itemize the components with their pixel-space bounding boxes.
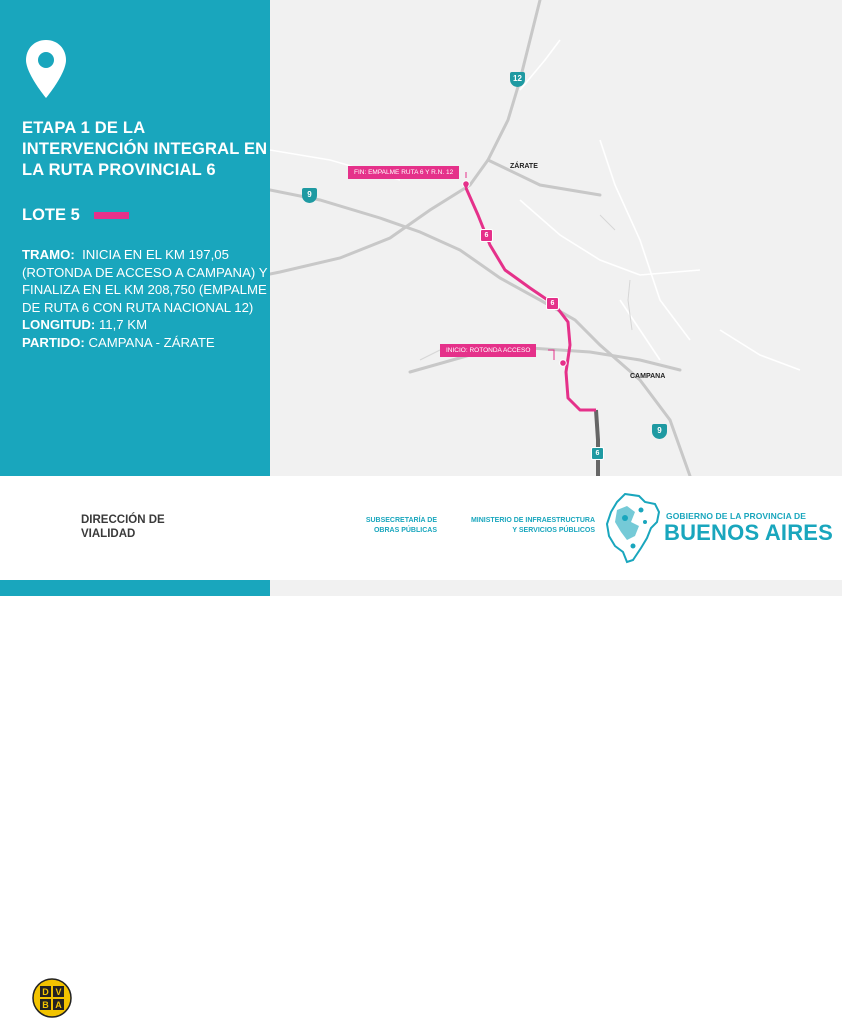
route-6-shield-middle: 6 xyxy=(546,297,559,310)
dvba-letter-v: V xyxy=(55,987,61,997)
route-map[interactable]: 12 9 9 6 6 6 ZÁRATE CAMPANA FIN: EMPALME… xyxy=(270,0,842,476)
start-point-callout: INICIO: ROTONDA ACCESO xyxy=(440,344,537,357)
partido-value: CAMPANA - ZÁRATE xyxy=(88,334,215,350)
dvba-line2: VIALIDAD xyxy=(81,528,136,540)
tramo-label: TRAMO: xyxy=(22,247,75,262)
longitud-value: 11,7 KM xyxy=(98,317,148,332)
route-description: TRAMO: INICIA EN EL KM 197,05 (ROTONDA D… xyxy=(22,246,272,351)
tramo-text: INICIA EN EL KM 197,05 (ROTONDA DE ACCES… xyxy=(22,247,268,315)
dvba-logo-icon: D V B A xyxy=(32,978,72,1018)
ministerio-label: MINISTERIO DE INFRAESTRUCTURA Y SERVICIO… xyxy=(447,516,595,536)
panel-title: ETAPA 1 DE LA INTERVENCIÓN INTEGRAL EN L… xyxy=(22,119,268,179)
dvba-letter-a: A xyxy=(55,1000,62,1010)
subsecretaria-label: SUBSECRETARÍA DE OBRAS PÚBLICAS xyxy=(355,516,437,536)
dvba-line1: DIRECCIÓN DE xyxy=(81,514,165,526)
sub2-line2: Y SERVICIOS PÚBLICOS xyxy=(512,527,595,534)
route-9-shield-east: 9 xyxy=(652,424,667,439)
route-color-swatch xyxy=(94,212,129,219)
dvba-letter-b: B xyxy=(42,1000,49,1010)
dvba-name: DIRECCIÓN DE VIALIDAD xyxy=(81,513,191,541)
sub1-line2: OBRAS PÚBLICAS xyxy=(373,527,437,534)
map-roads xyxy=(270,0,801,476)
route-12-shield: 12 xyxy=(510,72,525,87)
gobierno-line1: GOBIERNO DE LA PROVINCIA DE xyxy=(666,511,806,521)
info-panel: ETAPA 1 DE LA INTERVENCIÓN INTEGRAL EN L… xyxy=(0,0,270,476)
end-point-callout: FIN: EMPALME RUTA 6 Y R.N. 12 xyxy=(348,166,460,179)
lote-label: LOTE 5 xyxy=(22,206,80,224)
footer-strip-right xyxy=(270,580,842,596)
gobierno-line2: BUENOS AIRES xyxy=(664,520,834,545)
partido-label: PARTIDO: xyxy=(22,334,85,350)
footer-bar: D V B A DIRECCIÓN DE VIALIDAD SUBSECRETA… xyxy=(0,476,842,1018)
location-pin-icon xyxy=(26,40,66,98)
footer-strip-left xyxy=(0,580,270,596)
sub2-line1: MINISTERIO DE INFRAESTRUCTURA xyxy=(470,517,595,524)
sub1-line1: SUBSECRETARÍA DE xyxy=(365,517,437,524)
route-6-shield-south: 6 xyxy=(591,447,604,460)
route-9-shield-west: 9 xyxy=(302,188,317,203)
dvba-letter-d: D xyxy=(42,987,49,997)
route-6-shield-north: 6 xyxy=(480,229,493,242)
longitud-label: LONGITUD: xyxy=(22,317,96,332)
city-label-zarate: ZÁRATE xyxy=(510,163,538,170)
province-map-logo-icon xyxy=(605,492,661,564)
city-label-campana: CAMPANA xyxy=(630,373,666,380)
